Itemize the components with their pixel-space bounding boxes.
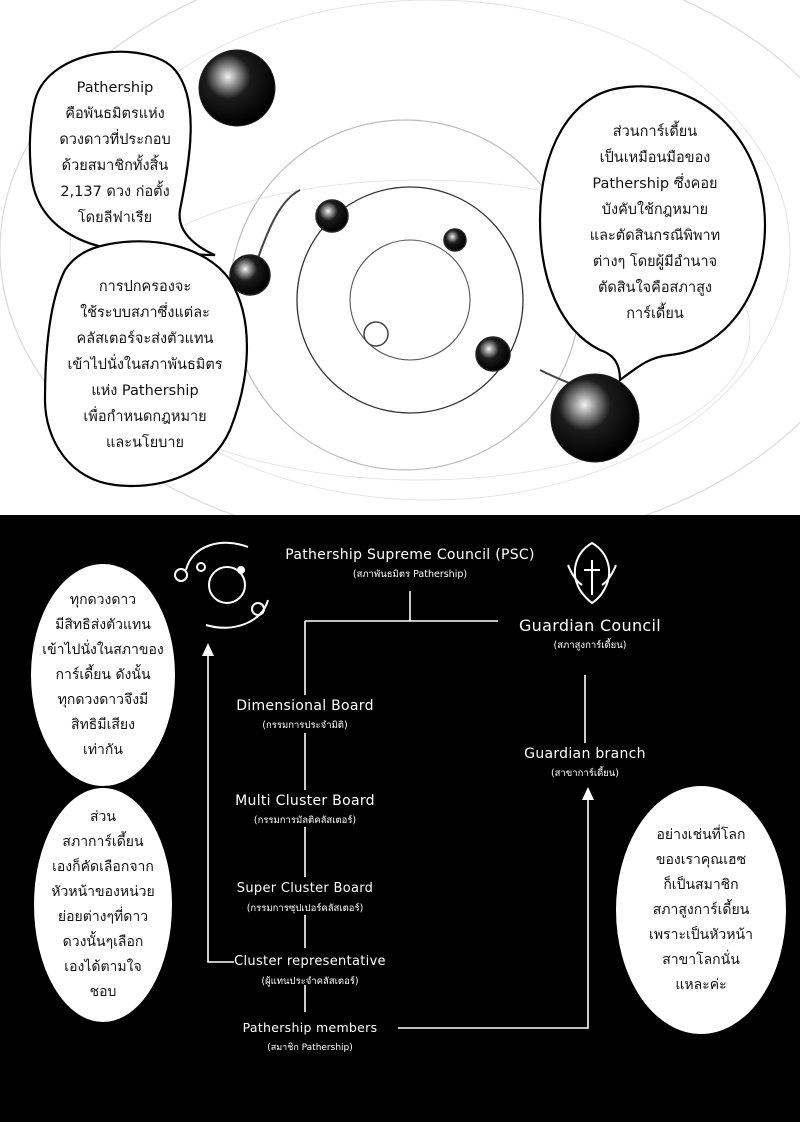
node-psc-title: Pathership Supreme Council (PSC) (262, 545, 558, 565)
planet-top-left (199, 50, 275, 126)
bubble-governance-text: การปกครองจะ ใช้ระบบสภาซึ่งแต่ละ คลัสเตอร… (67, 274, 222, 456)
node-guardian-branch-title: Guardian branch (505, 744, 665, 764)
planet-bottom-right (551, 374, 639, 462)
planet-orbit-2 (444, 229, 466, 251)
line-members-branch (398, 797, 588, 1028)
node-multi-cluster-board-title: Multi Cluster Board (215, 791, 395, 811)
node-guardian-branch-subtitle: (สาขาการ์เดี้ยน) (505, 767, 665, 781)
node-pathership-members-subtitle: (สมาชิก Pathership) (215, 1041, 405, 1055)
node-psc: Pathership Supreme Council (PSC) (สภาพัน… (262, 545, 558, 582)
orbit-ring-outer (230, 120, 580, 470)
bubble-example: อย่างเช่นที่โลก ของเราคุณเฮซ ก็เป็นสมาชิ… (622, 815, 780, 1005)
bubble-guardian-hand-text: ส่วนการ์เดี้ยน เป็นเหมือนมือของ Pathersh… (590, 119, 720, 327)
node-multi-cluster-board-subtitle: (กรรมการมัลติคลัสเตอร์) (215, 814, 395, 828)
guardian-crest-icon (568, 543, 616, 603)
node-super-cluster-board-title: Super Cluster Board (215, 879, 395, 899)
node-super-cluster-board-subtitle: (กรรมการซุปเปอร์คลัสเตอร์) (215, 902, 395, 916)
node-pathership-members-title: Pathership members (215, 1018, 405, 1038)
bubble-governance: การปกครองจะ ใช้ระบบสภาซึ่งแต่ละ คลัสเตอร… (45, 255, 245, 475)
node-pathership-members: Pathership members (สมาชิก Pathership) (215, 1018, 405, 1055)
node-guardian-branch: Guardian branch (สาขาการ์เดี้ยน) (505, 744, 665, 781)
node-cluster-representative: Cluster representative (ผู้แทนประจำคลัสเ… (215, 952, 405, 989)
bubble-equal-vote: ทุกดวงดาว มีสิทธิส่งตัวแทน เข้าไปนั่งในส… (35, 580, 171, 770)
bubble-equal-vote-text: ทุกดวงดาว มีสิทธิส่งตัวแทน เข้าไปนั่งในส… (42, 588, 163, 763)
orbit-tether-left (258, 190, 300, 258)
node-psc-subtitle: (สภาพันธมิตร Pathership) (262, 568, 558, 582)
node-multi-cluster-board: Multi Cluster Board (กรรมการมัลติคลัสเตอ… (215, 791, 395, 828)
node-guardian-council-title: Guardian Council (500, 616, 680, 636)
node-guardian-council: Guardian Council (สภาสูงการ์เดี้ยน) (500, 616, 680, 653)
planet-orbit-hollow (364, 322, 388, 346)
top-panel: Pathership คือพันธมิตรแห่ง ดวงดาวที่ประก… (0, 0, 800, 515)
node-dimensional-board: Dimensional Board (กรรมการประจำมิติ) (215, 696, 395, 733)
bottom-panel: Pathership Supreme Council (PSC) (สภาพัน… (0, 515, 800, 1122)
planet-orbit-1 (316, 200, 348, 232)
bubble-intro: Pathership คือพันธมิตรแห่ง ดวงดาวที่ประก… (40, 60, 190, 245)
node-dimensional-board-subtitle: (กรรมการประจำมิติ) (215, 719, 395, 733)
planet-orbit-3 (476, 337, 510, 371)
node-super-cluster-board: Super Cluster Board (กรรมการซุปเปอร์คลัส… (215, 879, 395, 916)
bubble-elected-heads-text: ส่วน สภาการ์เดี้ยน เองก็คัดเลือกจาก หัวห… (51, 805, 154, 1005)
pathership-logo-dot (237, 566, 245, 574)
bubble-elected-heads: ส่วน สภาการ์เดี้ยน เองก็คัดเลือกจาก หัวห… (38, 800, 168, 1010)
node-cluster-representative-subtitle: (ผู้แทนประจำคลัสเตอร์) (215, 975, 405, 989)
bubble-guardian-hand: ส่วนการ์เดี้ยน เป็นเหมือนมือของ Pathersh… (550, 100, 760, 345)
bubble-example-text: อย่างเช่นที่โลก ของเราคุณเฮซ ก็เป็นสมาชิ… (649, 823, 753, 998)
bubble-intro-text: Pathership คือพันธมิตรแห่ง ดวงดาวที่ประก… (59, 75, 170, 231)
arrow-up-right (582, 787, 594, 800)
node-cluster-representative-title: Cluster representative (215, 952, 405, 972)
arrow-up-left (202, 643, 214, 656)
node-dimensional-board-title: Dimensional Board (215, 696, 395, 716)
node-guardian-council-subtitle: (สภาสูงการ์เดี้ยน) (500, 639, 680, 653)
pathership-logo-icon (175, 543, 268, 628)
